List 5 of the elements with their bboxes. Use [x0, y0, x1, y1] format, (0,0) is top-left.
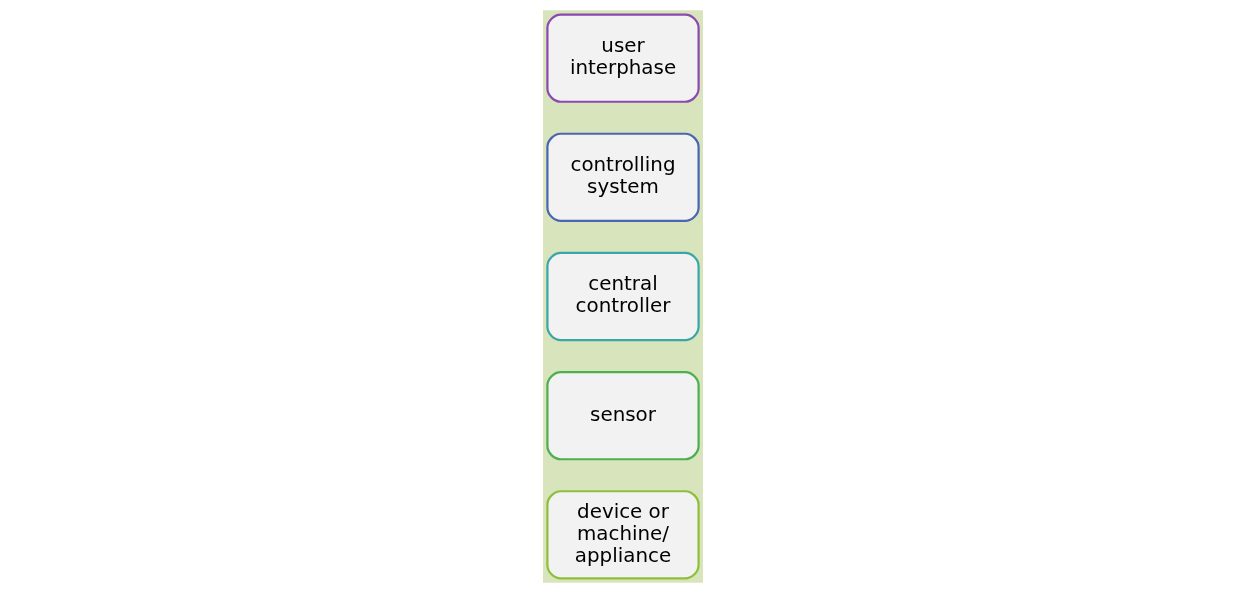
node-box: user interphase [546, 12, 700, 103]
node-box: controlling system [546, 132, 700, 222]
node-box: device or machine/ appliance [546, 489, 700, 580]
node-box: sensor [546, 370, 700, 460]
node-box: central controller [546, 251, 700, 341]
